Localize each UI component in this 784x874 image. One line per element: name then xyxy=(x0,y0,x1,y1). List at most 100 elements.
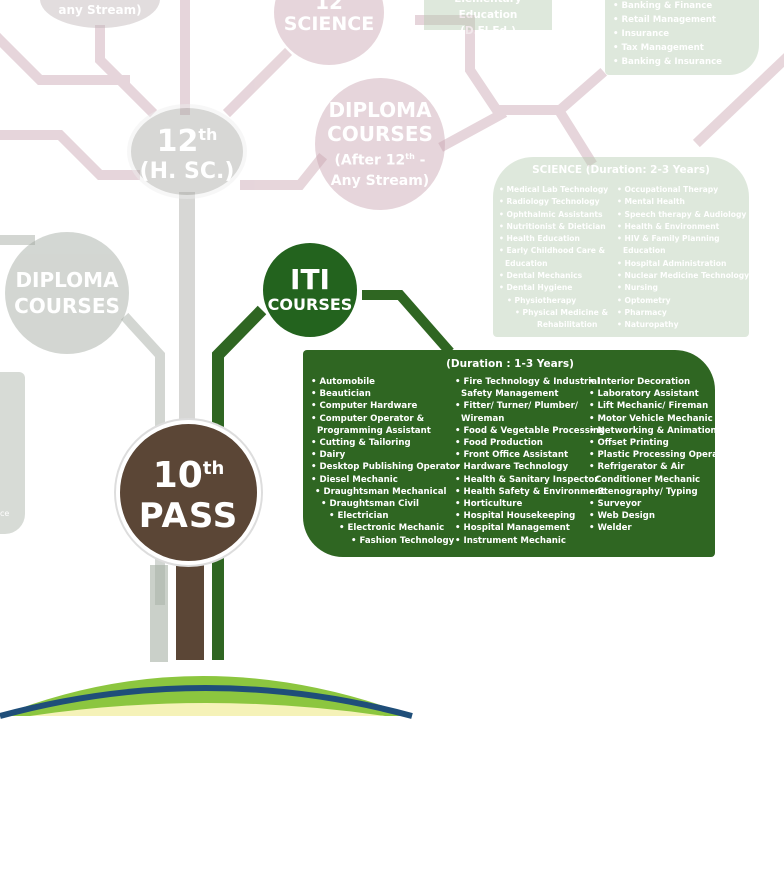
list-item: • Physiotherapy xyxy=(507,295,577,305)
list-item: • Occupational Therapy xyxy=(617,185,719,194)
twelfth-node: 12th (H. SC.) xyxy=(127,104,247,199)
list-item: • Diesel Mechanic xyxy=(311,474,398,485)
list-item: • Web Design xyxy=(589,511,655,522)
diploma-after-12-node: DIPLOMA COURSES (After 12th - Any Stream… xyxy=(315,78,445,210)
science-node-number: 12 xyxy=(315,0,343,14)
trunk-shadow xyxy=(150,565,168,662)
list-item: • Lift Mechanic/ Fireman xyxy=(589,401,709,412)
science-panel-column-2: • Occupational Therapy • Mental Health • S… xyxy=(617,184,750,332)
left-fragment: ce xyxy=(0,372,25,534)
list-item: • Speech therapy & Audiology xyxy=(617,209,747,219)
iti-panel-connector xyxy=(362,290,454,356)
list-item: • Nuclear Medicine Technology xyxy=(617,271,750,281)
list-item: • Horticulture xyxy=(455,499,523,510)
list-item: • Dental Hygiene xyxy=(499,283,573,293)
list-item: Safety Management xyxy=(461,389,559,400)
iti-node-title: ITI xyxy=(290,263,330,296)
commerce-item: • Retail Management xyxy=(613,14,716,25)
list-item: • Food Production xyxy=(455,438,543,449)
list-item: • Physical Medicine & xyxy=(515,307,609,317)
list-item: • Hospital Administration xyxy=(617,258,727,268)
tenth-pass-number: 10th xyxy=(152,455,225,496)
elementary-education-line2: (D.El.Ed.) xyxy=(460,25,516,37)
list-item: • Health Education xyxy=(499,234,580,244)
list-item: • Nursing xyxy=(617,283,658,293)
commerce-list-box: • Banking & Finance • Retail Management … xyxy=(605,0,759,75)
list-item: • Naturopathy xyxy=(617,320,679,330)
list-item: • Food & Vegetable Processing xyxy=(455,425,606,436)
elementary-education-box: Elementary Education (D.El.Ed.) xyxy=(424,0,552,37)
list-item: • Laboratory Assistant xyxy=(589,389,699,400)
list-item: • Hardware Technology xyxy=(455,462,569,473)
list-item: • Hospital Housekeeping xyxy=(455,511,576,522)
list-item: • Electrician xyxy=(329,511,389,522)
list-item: • Health & Sanitary Inspector xyxy=(455,474,599,485)
list-item: • Fire Technology & Industrial xyxy=(455,377,600,387)
iti-panel-column-1: • Automobile • Beautician• Computer Hardw… xyxy=(311,376,460,547)
list-item: • Networking & Animation xyxy=(589,425,717,436)
diploma-after-10-line2: COURSES xyxy=(14,294,120,318)
list-item: • Optometry xyxy=(617,295,671,305)
list-item: Conditioner Mechanic xyxy=(595,474,701,485)
iti-panel-title: (Duration : 1-3 Years) xyxy=(446,358,574,370)
list-item: • Dairy xyxy=(311,450,346,461)
list-item: • Computer Hardware xyxy=(311,401,418,412)
diploma-after-10-node: DIPLOMA COURSES xyxy=(5,232,129,354)
list-item: • Offset Printing xyxy=(589,438,669,449)
list-item: • Surveyor xyxy=(589,499,642,510)
list-item: • Fitter/ Turner/ Plumber/ xyxy=(455,401,578,412)
list-item: Wireman xyxy=(461,413,505,424)
list-item: • Stenography/ Typing xyxy=(589,486,698,497)
tenth-pass-node: 10th PASS xyxy=(116,420,261,565)
list-item: • Refrigerator & Air xyxy=(589,462,685,473)
science-panel-column-1: • Medical Lab Technology • Radiology Tech… xyxy=(499,184,617,332)
list-item: • Motor Vehicle Mechanic xyxy=(589,413,713,424)
trunk xyxy=(176,560,204,660)
diploma-after-12-line1: DIPLOMA xyxy=(328,98,432,123)
list-item: • Electronic Mechanic xyxy=(339,523,445,534)
commerce-item: • Banking & Insurance xyxy=(613,56,723,67)
list-item: • Pharmacy xyxy=(617,307,667,317)
list-item: • Beautician xyxy=(311,389,371,400)
iti-panel-column-3: • Interior Decoration • Laboratory Assist… xyxy=(589,376,733,547)
list-item: • Draughtsman Civil xyxy=(321,499,419,510)
list-item: • Front Office Assistant xyxy=(455,450,569,461)
list-item: • Plastic Processing Operator xyxy=(589,450,733,461)
list-item: Education xyxy=(505,258,548,268)
twelfth-node-stream: (H. SC.) xyxy=(139,159,235,184)
list-item: • Instrument Mechanic xyxy=(455,535,566,546)
list-item: • Cutting & Tailoring xyxy=(311,438,411,449)
list-item: Programming Assistant xyxy=(317,425,431,436)
diploma-after-10-line1: DIPLOMA xyxy=(15,268,119,292)
list-item: • Interior Decoration xyxy=(589,377,691,387)
list-item: • Early Childhood Care & xyxy=(499,246,606,256)
twelfth-node-number: 12th xyxy=(156,124,218,159)
list-item: • Hospital Management xyxy=(455,523,570,534)
ground xyxy=(0,676,413,719)
commerce-item: • Tax Management xyxy=(613,42,704,53)
iti-courses-panel: (Duration : 1-3 Years) • Automobile • Bea… xyxy=(303,350,733,557)
tenth-pass-word: PASS xyxy=(138,496,239,536)
commerce-item: • Banking & Finance xyxy=(613,1,713,11)
diploma-after-12-line3: (After 12th - xyxy=(334,152,426,169)
diploma-after-12-line4: Any Stream) xyxy=(330,172,430,189)
commerce-item: • Insurance xyxy=(613,28,670,39)
list-item: • Draughtsman Mechanical xyxy=(315,486,447,497)
iti-node: ITI COURSES xyxy=(260,240,360,340)
list-item: • HIV & Family Planning xyxy=(617,234,720,244)
list-item: • Automobile xyxy=(311,377,376,387)
list-item: • Health & Environment xyxy=(617,221,720,231)
elementary-education-line1: Elementary Education xyxy=(454,0,522,21)
list-item: • Ophthalmic Assistants xyxy=(499,209,603,219)
list-item: Education xyxy=(623,246,666,256)
list-item: • Mental Health xyxy=(617,197,685,207)
list-item: Rehabilitation xyxy=(537,320,598,330)
list-item: • Radiology Technology xyxy=(499,197,600,207)
science-node-label: SCIENCE xyxy=(283,12,375,35)
list-item: • Dental Mechanics xyxy=(499,271,583,281)
list-item: • Medical Lab Technology xyxy=(499,185,609,194)
science-panel-title: SCIENCE (Duration: 2-3 Years) xyxy=(532,164,710,176)
science-courses-panel: SCIENCE (Duration: 2-3 Years) • Medical … xyxy=(493,157,749,337)
